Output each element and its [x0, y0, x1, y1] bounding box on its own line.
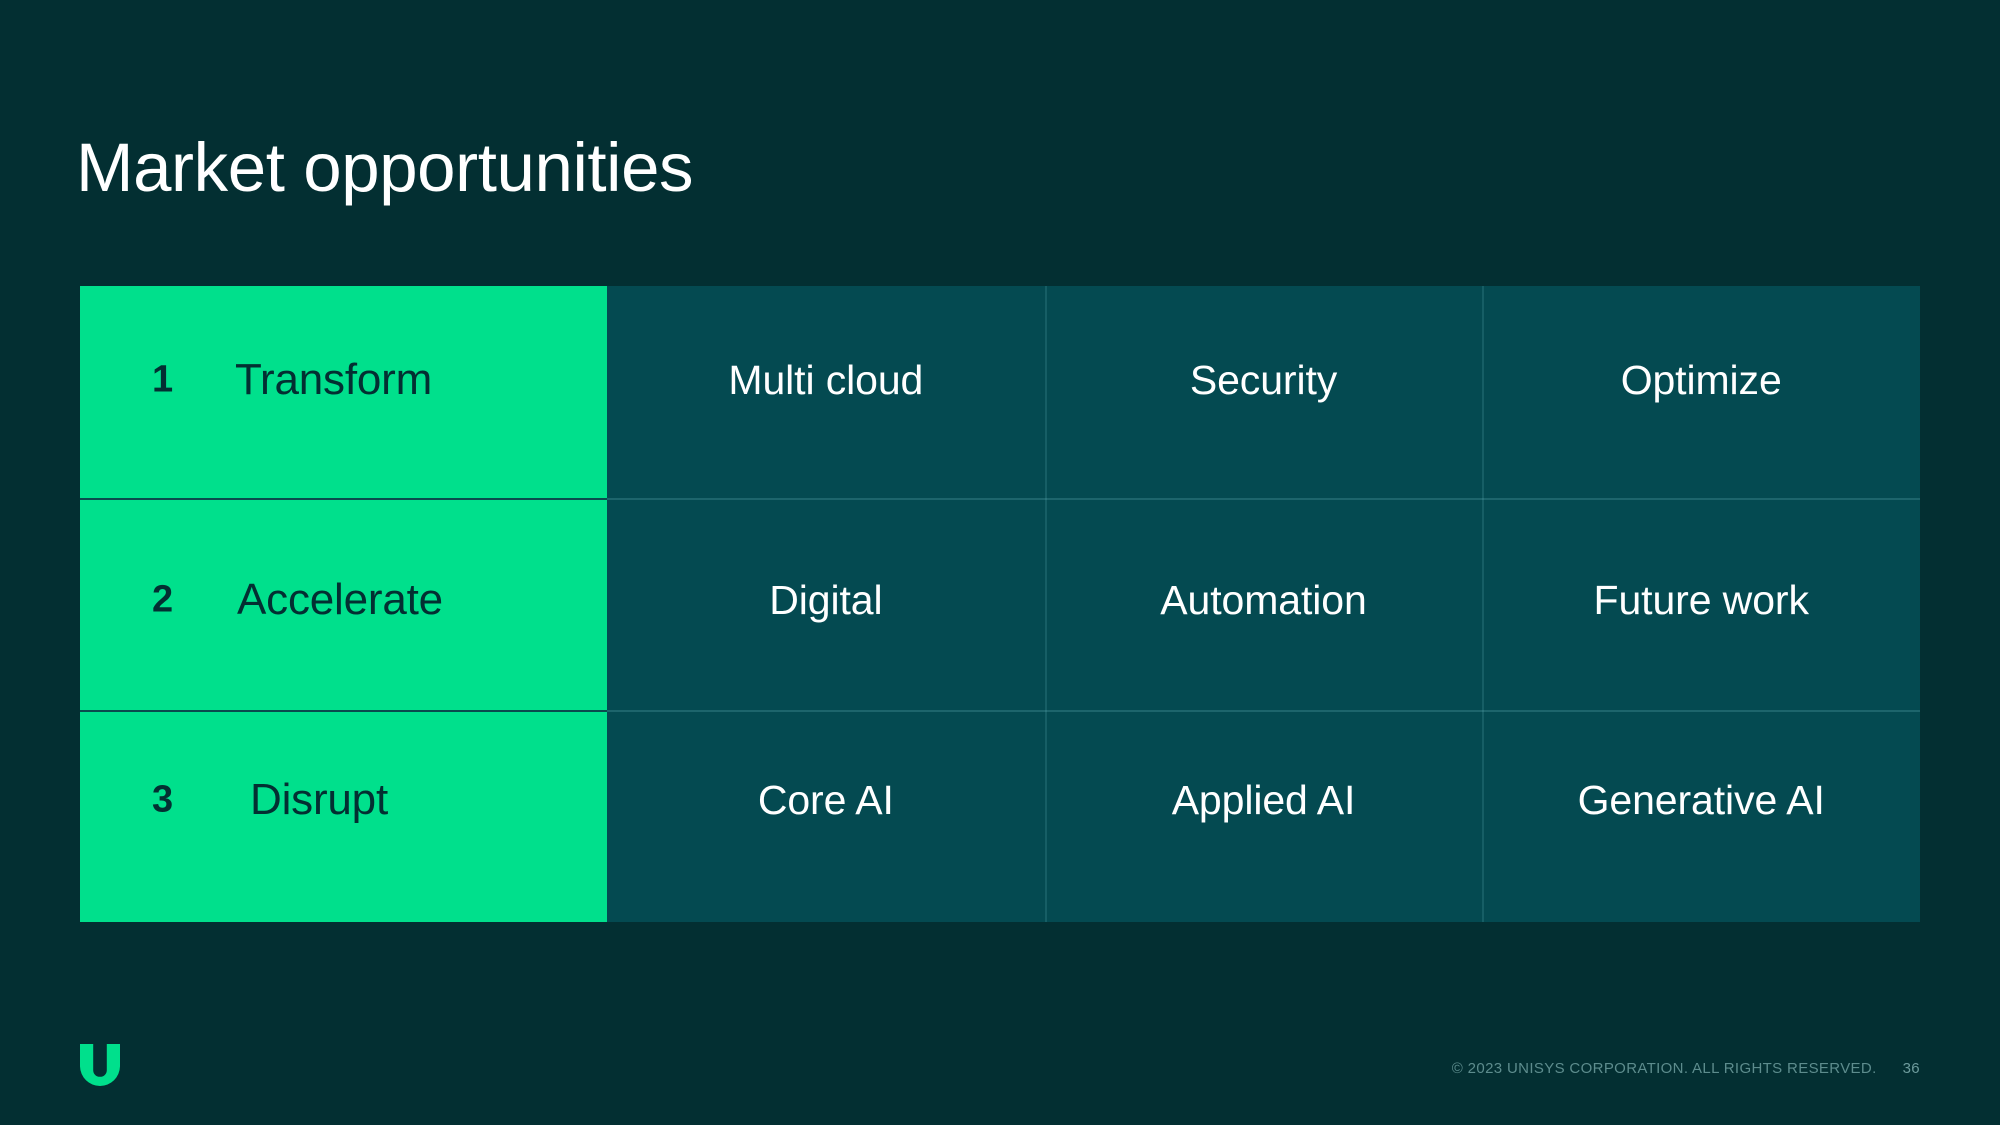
row-title: Transform	[235, 355, 433, 404]
footer: © 2023 UNISYS CORPORATION. ALL RIGHTS RE…	[1452, 1060, 1920, 1077]
row-items: Core AI Applied AI Generative AI	[607, 710, 1920, 922]
row-title: Disrupt	[250, 775, 388, 824]
matrix-item: Core AI	[757, 776, 894, 823]
matrix-item: Optimize	[1482, 286, 1920, 498]
row-number: 1	[152, 358, 174, 401]
market-opportunities-matrix: 1 Transform Multi cloud Security Optimiz…	[80, 286, 1920, 922]
row-number: 2	[152, 578, 174, 621]
table-row: 1 Transform Multi cloud Security Optimiz…	[80, 286, 1920, 498]
page-number: 36	[1902, 1060, 1920, 1077]
copyright-text: © 2023 UNISYS CORPORATION. ALL RIGHTS RE…	[1451, 1060, 1877, 1077]
matrix-item: Multi cloud	[728, 356, 924, 403]
table-row: 2 Accelerate Digital Automation Future w…	[80, 498, 1920, 710]
row-label-cell: 1 Transform	[80, 286, 607, 498]
unisys-u-logo-icon	[80, 1044, 120, 1086]
matrix-item: Automation	[1044, 498, 1483, 710]
row-items: Digital Automation Future work	[607, 498, 1920, 710]
row-label-cell: 2 Accelerate	[80, 498, 607, 710]
row-items: Multi cloud Security Optimize	[607, 286, 1920, 498]
row-number: 3	[152, 778, 174, 821]
row-label-cell: 3 Disrupt	[80, 710, 607, 922]
row-title: Accelerate	[237, 575, 443, 624]
matrix-item: Generative AI	[1482, 710, 1920, 922]
matrix-item: Security	[1044, 286, 1483, 498]
matrix-item: Digital	[769, 576, 883, 623]
table-row: 3 Disrupt Core AI Applied AI Generative …	[80, 710, 1920, 922]
page-title: Market opportunities	[76, 129, 694, 207]
matrix-item: Future work	[1482, 498, 1920, 710]
matrix-item: Applied AI	[1044, 710, 1483, 922]
